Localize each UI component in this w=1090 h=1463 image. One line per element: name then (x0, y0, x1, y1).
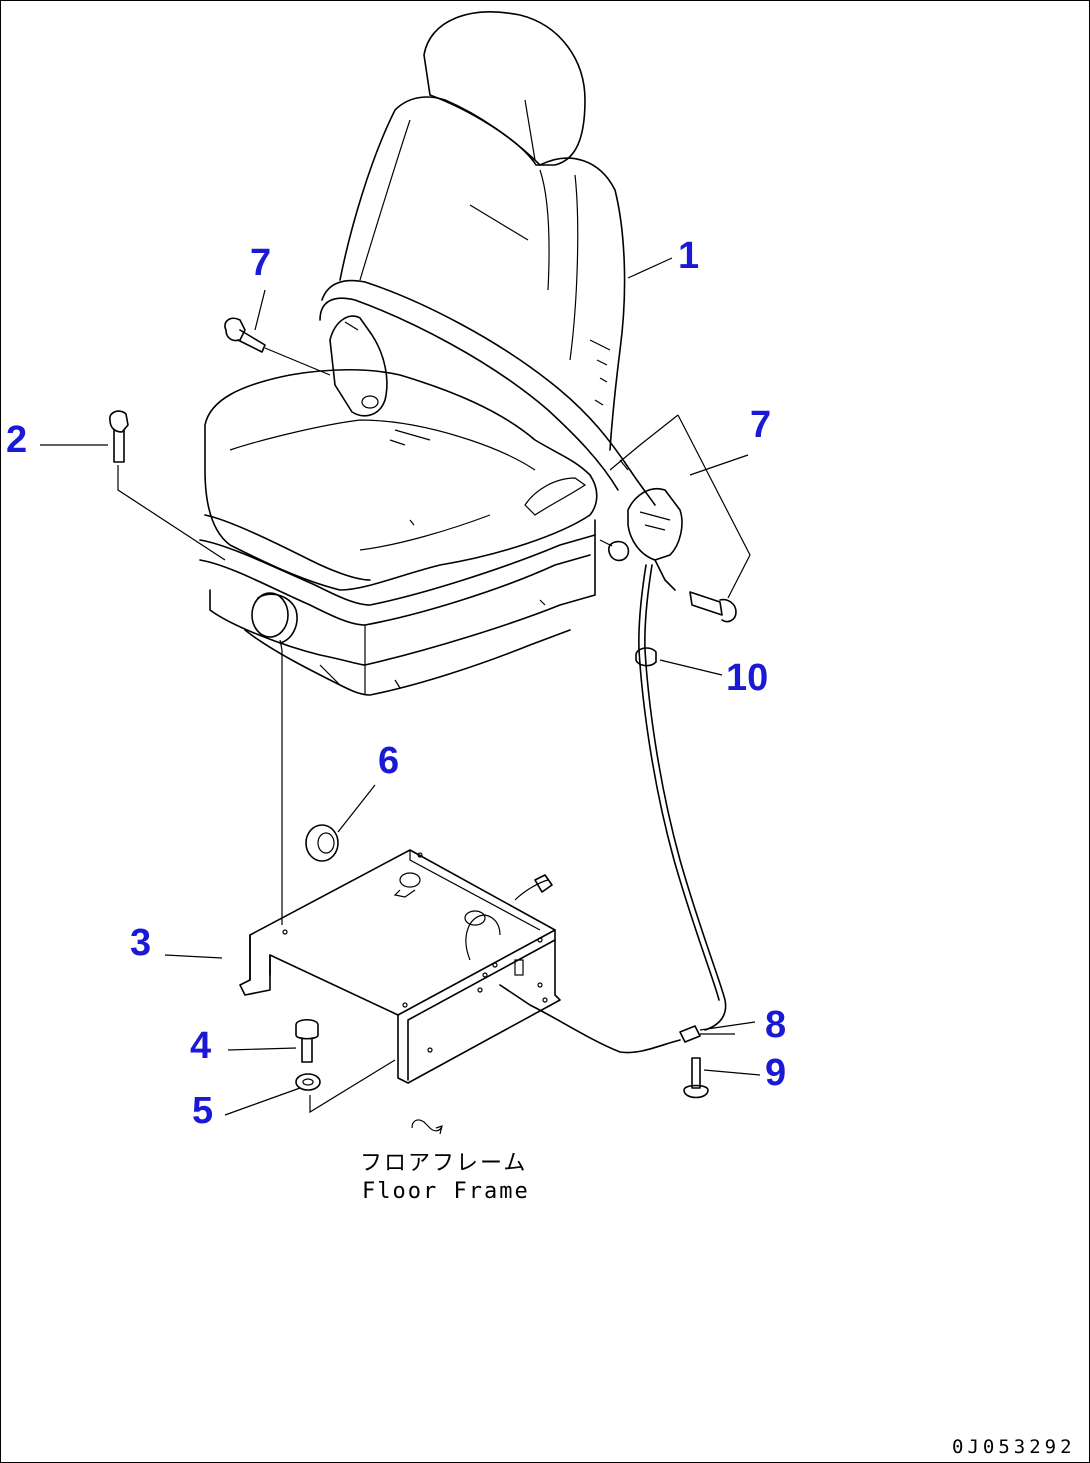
bolt-2 (109, 410, 226, 561)
callout-3: 3 (130, 922, 151, 964)
callout-4: 4 (190, 1025, 211, 1067)
bolt-7-right (689, 591, 737, 623)
bolt-9 (683, 1057, 761, 1099)
callout-6: 6 (378, 740, 399, 782)
bolt-4 (295, 1018, 319, 1063)
floor-bracket (239, 849, 561, 1084)
right-buckle (599, 488, 683, 591)
callout-1: 1 (678, 235, 699, 277)
grommet-6 (305, 824, 339, 862)
floor-frame-caption-english: Floor Frame (362, 1179, 530, 1204)
floor-frame-arrow (411, 1119, 443, 1135)
washer-5 (295, 1073, 321, 1091)
seat-cushion (204, 368, 598, 591)
headrest (423, 11, 586, 166)
left-buckle (329, 315, 388, 417)
callout-7-right: 7 (750, 404, 771, 446)
adjustment-knob (251, 592, 298, 651)
seat-back (339, 96, 626, 451)
seat-suspension (199, 514, 596, 696)
clip-10 (635, 647, 657, 667)
floor-frame-caption-japanese: フロアフレーム (360, 1151, 527, 1176)
connector-8 (499, 984, 735, 1054)
callout-2: 2 (6, 419, 27, 461)
callout-8: 8 (765, 1004, 786, 1046)
callout-10: 10 (726, 657, 768, 699)
bolt-7-left (224, 317, 331, 376)
callout-5: 5 (192, 1090, 213, 1132)
callout-9: 9 (765, 1052, 786, 1094)
seatbelt-strap (319, 279, 656, 506)
callout-7-left: 7 (250, 242, 271, 284)
drawing-id: 0J053292 (952, 1436, 1076, 1458)
leader-lines (40, 257, 756, 1116)
harness-wire (638, 564, 727, 1031)
